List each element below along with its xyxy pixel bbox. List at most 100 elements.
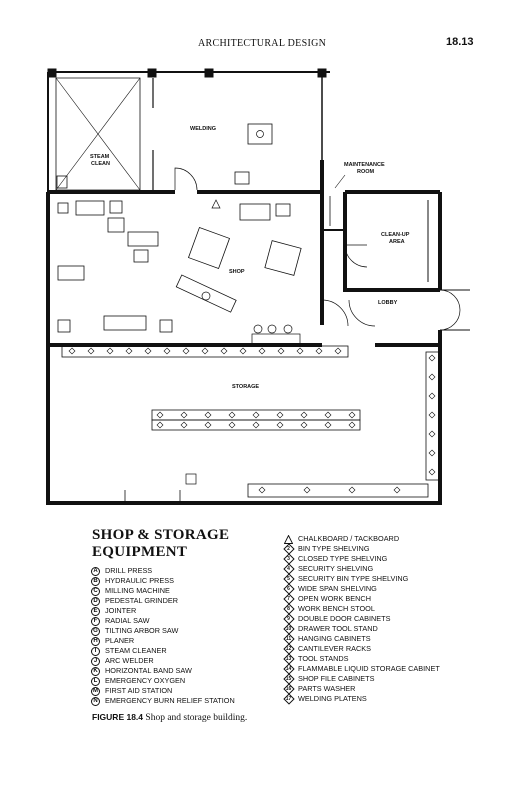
shelf-symbol-icon	[428, 411, 436, 419]
diamond-symbol-icon: 14	[284, 665, 293, 674]
legend-label: TILTING ARBOR SAW	[105, 626, 179, 635]
column	[47, 68, 57, 78]
shelf-symbol-icon	[258, 347, 266, 355]
legend-label: WIDE SPAN SHELVING	[298, 584, 377, 593]
shelf-symbol-icon	[204, 411, 212, 419]
diamond-symbol-icon: 9	[284, 615, 293, 624]
diamond-symbol-icon: 5	[284, 575, 293, 584]
figure-caption-text: Shop and storage building.	[145, 713, 248, 723]
symbol-number: 8	[287, 606, 290, 612]
shelf-symbol-icon	[428, 449, 436, 457]
legend-label: PARTS WASHER	[298, 684, 356, 693]
shelf-symbol-icon	[428, 373, 436, 381]
legend-label: SHOP FILE CABINETS	[298, 674, 375, 683]
symbol-number: 3	[287, 556, 290, 562]
symbol-number: 7	[287, 596, 290, 602]
room-label-maintenance: MAINTENANCE	[344, 162, 385, 168]
diamond-symbol-icon: 12	[284, 645, 293, 654]
shelf-symbol-icon	[428, 468, 436, 476]
shelf-symbol-icon	[324, 421, 332, 429]
diamond-symbol-icon: 8	[284, 605, 293, 614]
shelf-symbol-icon	[239, 347, 247, 355]
shelf-symbol-icon	[87, 347, 95, 355]
shelf-symbol-icon	[277, 347, 285, 355]
legend-label: OPEN WORK BENCH	[298, 594, 371, 603]
shelf-symbol-icon	[300, 411, 308, 419]
letter-symbol-icon: F	[91, 616, 100, 626]
room-label-storage: STORAGE	[232, 384, 259, 390]
symbol-number: 5	[287, 576, 290, 582]
legend-label: WELDING PLATENS	[298, 694, 367, 703]
figure-label: FIGURE 18.4	[92, 712, 144, 722]
legend-label: EMERGENCY OXYGEN	[105, 676, 186, 685]
letter-symbol-icon: D	[91, 596, 100, 606]
legend-label: WORK BENCH STOOL	[298, 604, 375, 613]
floor-plan: WELDING STEAM CLEAN MAINTENANCE ROOM CLE…	[46, 68, 470, 505]
shelf-symbol-icon	[276, 411, 284, 419]
legend-item: 7 OPEN WORK BENCH	[284, 594, 440, 604]
legend-item: 16 PARTS WASHER	[284, 684, 440, 694]
legend-title-line1: SHOP & STORAGE	[92, 527, 230, 543]
diamond-symbol-icon: 3	[284, 555, 293, 564]
legend-label: CANTILEVER RACKS	[298, 644, 371, 653]
symbol-number: 17	[285, 696, 292, 702]
shelf-symbol-icon	[125, 347, 133, 355]
room-label-steam-clean: STEAM	[90, 154, 110, 160]
shelf-symbol-icon	[156, 411, 164, 419]
room-label-welding: WELDING	[190, 126, 216, 132]
shelf-symbol-icon	[156, 421, 164, 429]
letter-symbol-icon: C	[91, 586, 100, 596]
legend-label: CHALKBOARD / TACKBOARD	[298, 534, 400, 543]
shelf-symbol-icon	[296, 347, 304, 355]
symbol-number: 16	[285, 686, 292, 692]
diamond-symbol-icon: 15	[284, 675, 293, 684]
legend-label: JOINTER	[105, 606, 137, 615]
letter-symbol-icon: J	[91, 656, 100, 666]
shelf-symbol-icon	[228, 421, 236, 429]
shelf-symbol-icon	[428, 354, 436, 362]
shelf-symbol-icon	[180, 411, 188, 419]
letter-symbol-icon: H	[91, 636, 100, 646]
shelf-symbol-icon	[428, 392, 436, 400]
room-label-maintenance-2: ROOM	[357, 169, 375, 175]
symbol-number: 15	[285, 676, 292, 682]
room-label-cleanup-2: AREA	[389, 239, 405, 245]
symbol-number: 12	[285, 646, 292, 652]
shelf-symbol-icon	[163, 347, 171, 355]
legend-label: TOOL STANDS	[298, 654, 349, 663]
shelf-symbol-icon	[180, 421, 188, 429]
legend-label: MILLING MACHINE	[105, 586, 170, 595]
legend-title-line2: EQUIPMENT	[92, 544, 188, 560]
letter-symbol-icon: G	[91, 626, 100, 636]
legend-item: CHALKBOARD / TACKBOARD	[284, 534, 440, 544]
symbol-number: 11	[285, 636, 292, 642]
legend-item: C MILLING MACHINE	[91, 586, 235, 596]
shelf-symbol-icon	[303, 486, 311, 494]
diamond-symbol-icon: 16	[284, 685, 293, 694]
legend-item: G TILTING ARBOR SAW	[91, 626, 235, 636]
symbol-number: 4	[287, 566, 290, 572]
letter-symbol-icon: N	[91, 696, 100, 706]
letter-symbol-icon: I	[91, 646, 100, 656]
shelf-symbol-icon	[348, 486, 356, 494]
shelf-symbol-icon	[315, 347, 323, 355]
shelf-symbol-icon	[300, 421, 308, 429]
letter-symbol-icon: L	[91, 676, 100, 686]
letter-symbol-icon: M	[91, 686, 100, 696]
legend-item: L EMERGENCY OXYGEN	[91, 676, 235, 686]
shelf-symbol-icon	[324, 411, 332, 419]
diamond-symbol-icon: 11	[284, 635, 293, 644]
